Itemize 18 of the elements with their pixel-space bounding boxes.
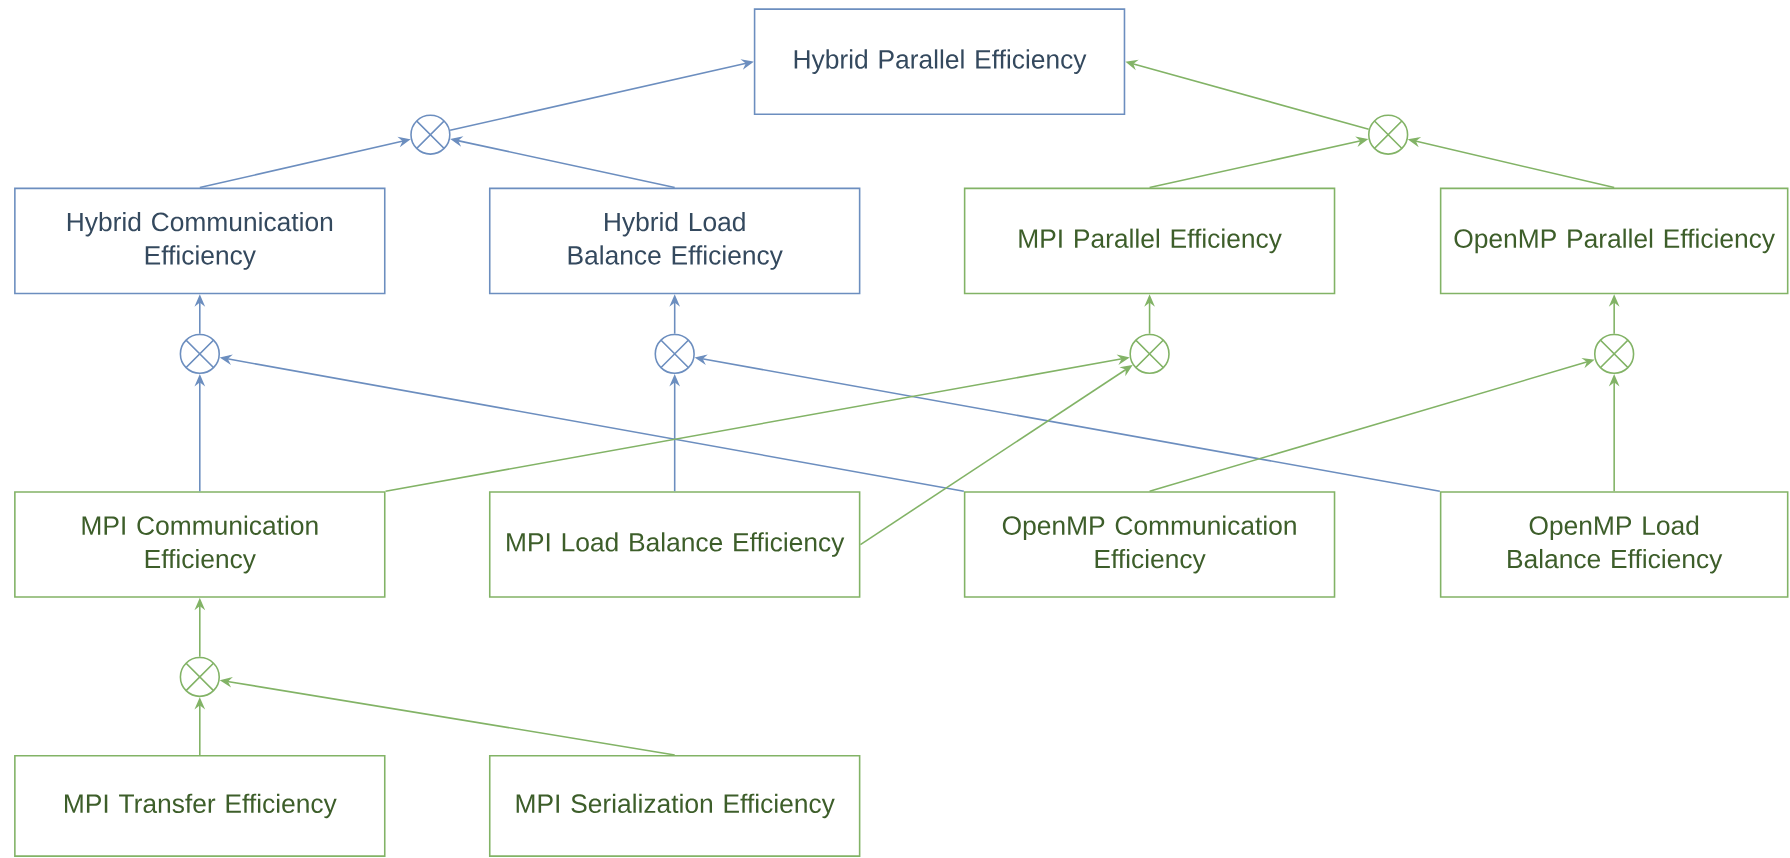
multiply-symbol	[410, 114, 451, 155]
multiply-symbol	[654, 333, 695, 374]
multiply-symbol	[179, 656, 220, 697]
efficiency-box: OpenMP Parallel Efficiency	[1439, 187, 1789, 294]
efficiency-box: MPI Serialization Efficiency	[488, 754, 861, 857]
multiply-symbol	[1368, 114, 1409, 155]
efficiency-box: MPI Communication Efficiency	[14, 491, 386, 598]
efficiency-box: MPI Load Balance Efficiency	[488, 491, 861, 598]
multiply-symbol	[1129, 333, 1170, 374]
efficiency-box: Hybrid Parallel Efficiency	[753, 8, 1126, 115]
efficiency-box: OpenMP Communication Efficiency	[963, 491, 1336, 598]
multiply-symbol	[179, 333, 220, 374]
efficiency-box: Hybrid Load Balance Efficiency	[488, 187, 861, 294]
efficiency-box: Hybrid Communication Efficiency	[14, 187, 386, 294]
efficiency-box: OpenMP Load Balance Efficiency	[1439, 491, 1789, 598]
efficiency-box: MPI Parallel Efficiency	[963, 187, 1336, 294]
efficiency-box: MPI Transfer Efficiency	[14, 754, 386, 857]
multiply-symbol	[1594, 333, 1635, 374]
